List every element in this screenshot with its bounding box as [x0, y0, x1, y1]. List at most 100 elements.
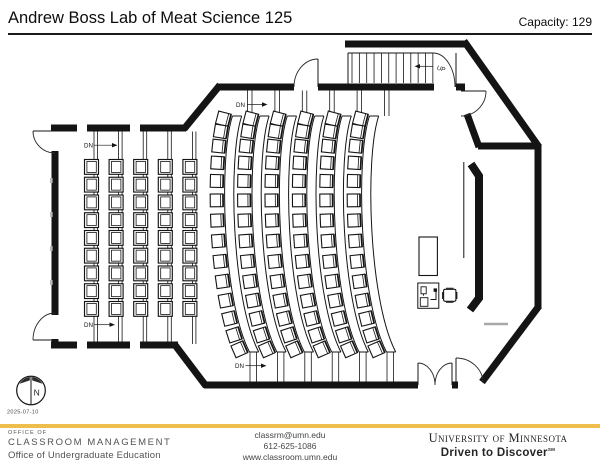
seat-inner	[255, 293, 259, 307]
curved-table-edge	[260, 115, 287, 353]
seat	[351, 273, 368, 290]
seat-inner	[160, 285, 171, 298]
seat	[83, 283, 100, 300]
seat	[320, 138, 337, 154]
seat-inner	[86, 302, 97, 315]
seat-box	[267, 253, 283, 270]
seat-inner	[313, 311, 318, 324]
seat-box	[212, 253, 228, 270]
seat-box	[210, 155, 225, 171]
university-wordmark: University of Minnesota	[428, 431, 568, 445]
seat-desk-edge	[264, 326, 271, 340]
seat-desk-edge	[309, 114, 315, 127]
seat-inner	[364, 293, 369, 307]
seat	[248, 310, 266, 327]
seat-box	[347, 233, 363, 249]
contact-phone: 612-625-1086	[263, 440, 317, 451]
seat-inner	[258, 311, 263, 324]
seat-inner	[330, 156, 332, 170]
seat-inner	[222, 254, 226, 268]
seat-inner	[135, 285, 146, 298]
seat	[157, 247, 173, 264]
seat	[182, 265, 198, 282]
seat	[108, 247, 124, 264]
seat-desk-edge	[241, 340, 249, 353]
seat	[108, 194, 124, 211]
seat	[237, 173, 252, 189]
seat-inner	[252, 274, 256, 288]
seat-inner	[377, 341, 383, 354]
seat-inner	[184, 267, 196, 280]
dn-label: DN	[235, 363, 244, 370]
seat-inner	[111, 196, 122, 209]
seat	[108, 212, 124, 229]
seat-desk-edge	[227, 274, 231, 287]
seat-desk-edge	[359, 213, 362, 227]
seat-inner	[277, 254, 280, 268]
seat-inner	[111, 249, 122, 262]
compass-wedge	[32, 376, 43, 384]
seat-inner	[337, 293, 341, 307]
curved-table-edge	[370, 115, 397, 353]
seat-inner	[160, 178, 171, 191]
seat-desk-edge	[315, 310, 321, 324]
seat-desk-edge	[307, 254, 311, 268]
curved-table-edge	[361, 115, 387, 353]
seat	[264, 193, 279, 208]
seat	[293, 233, 309, 249]
seat	[354, 292, 371, 309]
seat	[292, 213, 307, 228]
wall-tick	[50, 178, 53, 183]
seat	[108, 300, 124, 317]
seat	[319, 193, 334, 208]
seat-inner	[303, 234, 306, 248]
seat	[346, 173, 362, 189]
page-title: Andrew Boss Lab of Meat Science 125	[8, 9, 293, 27]
seat-inner	[252, 113, 257, 127]
seat-inner	[277, 125, 281, 139]
curved-table-edge	[315, 115, 342, 353]
seat	[242, 273, 258, 290]
seat-inner	[111, 231, 122, 244]
seat	[324, 273, 341, 290]
seat-box	[319, 213, 334, 228]
seat	[83, 300, 100, 317]
seat-box	[292, 213, 307, 228]
seat-box	[319, 173, 334, 189]
seat-desk-edge	[227, 114, 232, 127]
seat-inner	[160, 214, 171, 227]
contact-email: classrm@umn.edu	[254, 430, 326, 440]
seat-inner	[160, 231, 171, 244]
wall-tick	[50, 246, 53, 251]
seat-desk-edge	[292, 326, 298, 340]
seat-inner	[248, 234, 251, 248]
seat-inner	[86, 178, 97, 191]
seat	[264, 173, 279, 189]
seat-inner	[305, 125, 309, 139]
seat-inner	[275, 213, 277, 227]
seat	[182, 212, 198, 229]
seat	[108, 229, 124, 246]
up-arrowhead	[414, 64, 420, 69]
seat	[133, 158, 149, 175]
seat-box	[210, 233, 226, 249]
seat	[291, 193, 307, 208]
seat-desk-edge	[254, 114, 260, 127]
seat	[319, 213, 335, 228]
seat-desk-edge	[309, 274, 313, 287]
wall-notch	[130, 124, 140, 132]
seat	[303, 310, 321, 327]
seat	[157, 300, 173, 317]
seat-desk-edge	[346, 326, 353, 340]
seat-inner	[276, 140, 279, 153]
seat	[133, 300, 149, 317]
seat	[347, 155, 363, 171]
seat-desk-edge	[223, 140, 227, 154]
capacity-label: Capacity: 129	[518, 15, 592, 29]
seat	[157, 176, 173, 193]
seat-desk-edge	[374, 326, 380, 340]
seat-box	[264, 173, 279, 189]
seat	[319, 155, 335, 171]
seat	[209, 173, 225, 189]
curved-table-edge	[278, 115, 305, 353]
